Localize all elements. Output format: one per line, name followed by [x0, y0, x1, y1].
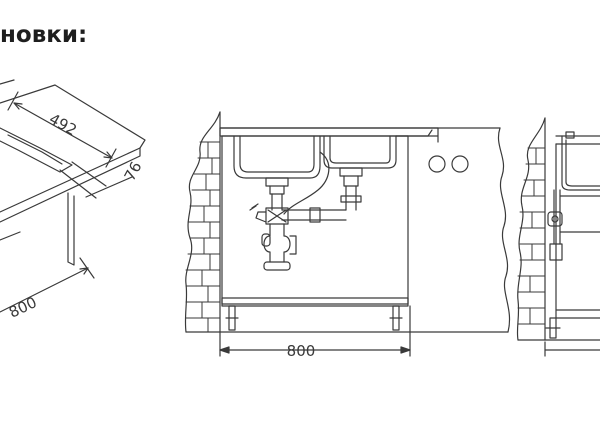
sink-cutout — [0, 127, 73, 173]
thickness-dimension-line — [85, 176, 133, 198]
thickness-ext-line-a — [59, 169, 97, 199]
iso-width-label: 800 — [6, 293, 40, 321]
wall-outlet-1 — [428, 155, 446, 173]
countertop — [219, 127, 439, 137]
horizontal-connector — [281, 209, 347, 221]
width-dimension-line — [0, 267, 89, 313]
overflow-hose — [283, 151, 330, 215]
front-cabinet-view — [184, 111, 510, 357]
isometric-cabinet-view — [0, 79, 146, 313]
depth-leader — [0, 79, 15, 85]
waste-outlet-small — [339, 167, 363, 177]
sink-drainer — [395, 129, 433, 137]
drain-pipe-small — [345, 185, 357, 211]
depth-arrow-a — [13, 102, 23, 110]
tee-joint — [265, 207, 289, 225]
depth-dimension-line — [13, 102, 113, 159]
countertop-top-face — [0, 84, 146, 213]
side-nozzle — [255, 211, 267, 223]
side-wall-break-line — [516, 117, 546, 341]
sink-bowl-large-inner — [239, 135, 315, 173]
front-width-label: 800 — [287, 342, 316, 360]
depth-ext-line-a — [7, 91, 19, 111]
sink-bowl-small-inner — [329, 135, 391, 164]
side-cabinet-view — [516, 117, 600, 357]
waste-outlet-large — [265, 177, 289, 187]
cabinet-leg — [67, 192, 75, 266]
side-drain-pipe — [553, 189, 561, 245]
wall-outlet-2 — [451, 155, 469, 173]
countertop-front-edge — [0, 147, 141, 223]
drain-pipe-large — [271, 193, 283, 211]
wall-break-line-right — [498, 127, 510, 333]
cabinet-body — [221, 135, 409, 305]
side-wall-bricks — [517, 147, 546, 325]
cabinet-plinth — [221, 297, 409, 307]
front-dim-arrow-right — [400, 346, 411, 354]
installation-heading: новки: — [0, 22, 88, 48]
iso-depth-label: 492 — [46, 110, 80, 140]
front-dim-arrow-left — [219, 346, 230, 354]
side-sink-section — [561, 135, 600, 191]
width-arrow — [79, 267, 89, 275]
wall-bricks-left — [185, 141, 221, 333]
cabinet-side — [0, 231, 21, 241]
thickness-ext-line-b — [71, 161, 107, 187]
depth-arrow-b — [103, 151, 113, 159]
wall-break-line-left — [184, 111, 221, 333]
bottle-trap — [263, 223, 291, 263]
sink-cutout-inner — [7, 134, 63, 165]
side-countertop — [555, 135, 600, 145]
